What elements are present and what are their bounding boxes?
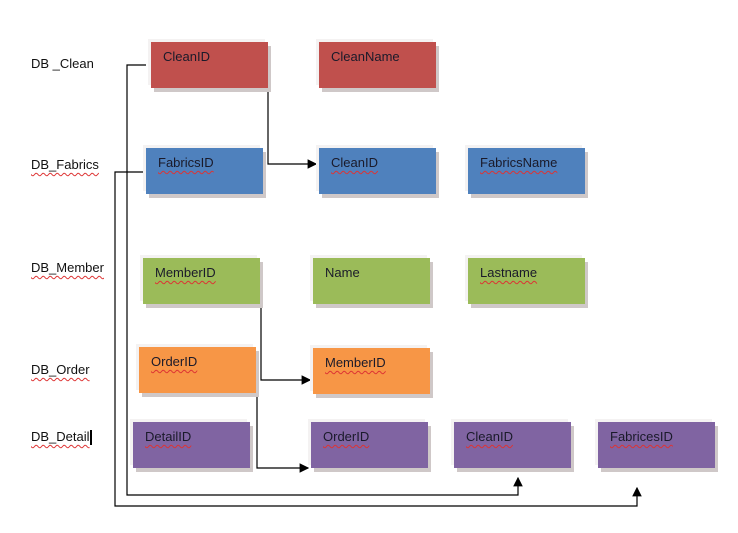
connector-clean-to-detail xyxy=(126,64,523,496)
field-detail-orderid[interactable]: OrderID xyxy=(311,422,428,468)
field-member-memberid[interactable]: MemberID xyxy=(143,258,260,304)
connector-fabrics-to-detail xyxy=(114,171,642,507)
table-label-fabrics: DB_Fabrics xyxy=(31,157,99,172)
table-label-detail-text: DB_Detail xyxy=(31,429,90,444)
field-member-lastname[interactable]: Lastname xyxy=(468,258,585,304)
table-label-clean: DB _Clean xyxy=(31,56,94,71)
field-member-name[interactable]: Name xyxy=(313,258,430,304)
connector-member-to-order xyxy=(212,306,312,385)
field-clean-cleanname[interactable]: CleanName xyxy=(319,42,436,88)
field-fabrics-fabricsid[interactable]: FabricsID xyxy=(146,148,263,194)
table-label-member: DB_Member xyxy=(31,260,104,275)
connector-order-to-detail xyxy=(207,394,310,473)
field-fabrics-cleanid[interactable]: CleanID xyxy=(319,148,436,194)
connector-clean-to-fabrics xyxy=(220,88,318,169)
field-detail-detailid[interactable]: DetailID xyxy=(133,422,250,468)
field-fabrics-fabricsname[interactable]: FabricsName xyxy=(468,148,585,194)
field-detail-cleanid[interactable]: CleanID xyxy=(454,422,571,468)
field-clean-cleanid[interactable]: CleanID xyxy=(151,42,268,88)
table-label-detail: DB_Detail xyxy=(31,429,92,446)
table-label-order: DB_Order xyxy=(31,362,90,377)
text-cursor xyxy=(89,430,92,446)
field-order-orderid[interactable]: OrderID xyxy=(139,347,256,393)
field-order-memberid[interactable]: MemberID xyxy=(313,348,430,394)
field-detail-fabricesid[interactable]: FabricesID xyxy=(598,422,715,468)
